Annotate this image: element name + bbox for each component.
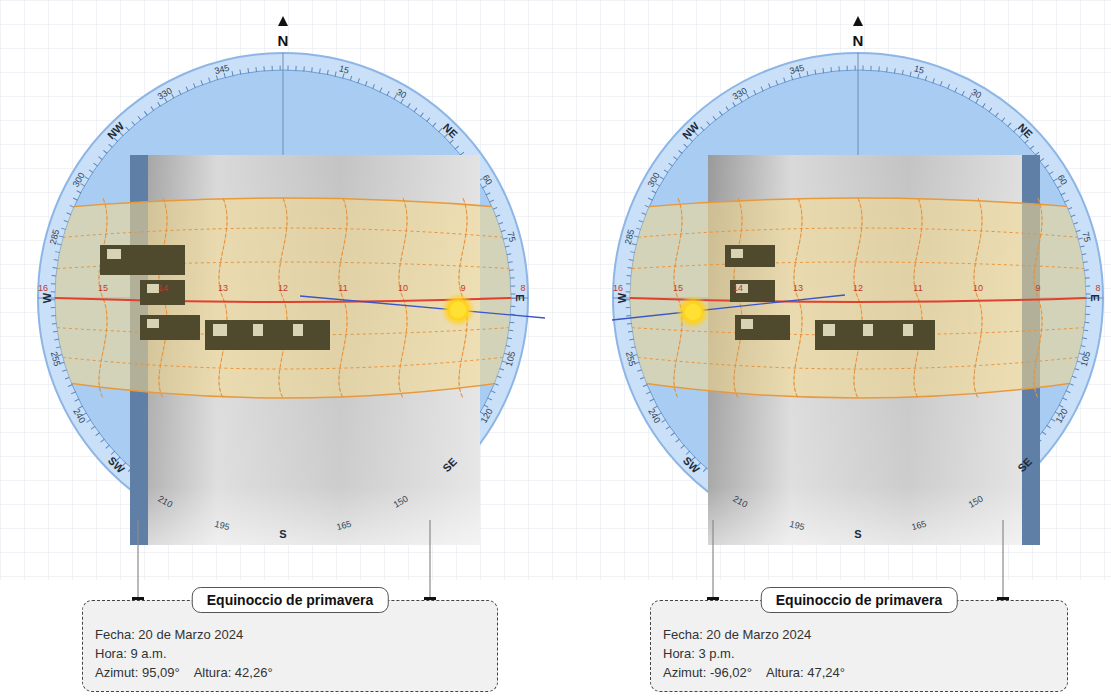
info-line: Altura: 47,24° bbox=[766, 663, 845, 682]
hour-label: 15 bbox=[98, 284, 108, 293]
degree-label: 120 bbox=[480, 407, 495, 425]
compass-label: W bbox=[42, 293, 53, 303]
compass-label: W bbox=[617, 293, 628, 303]
hour-label: 12 bbox=[853, 284, 863, 293]
compass-label: NW bbox=[106, 121, 127, 142]
hour-label: 13 bbox=[218, 284, 228, 293]
compass-label: SW bbox=[681, 455, 701, 475]
compass-label: E bbox=[514, 294, 525, 301]
hour-label: 11 bbox=[913, 284, 922, 293]
info-line: Fecha: 20 de Marzo 2024 bbox=[95, 625, 485, 644]
degree-label: 345 bbox=[788, 64, 805, 77]
degree-label: 240 bbox=[71, 407, 86, 425]
degree-label: 30 bbox=[394, 87, 407, 100]
degree-label: 30 bbox=[969, 87, 982, 100]
degree-label: 120 bbox=[1055, 407, 1070, 425]
compass-label: SE bbox=[1016, 456, 1034, 474]
degree-label: 150 bbox=[392, 495, 410, 510]
hour-label: 10 bbox=[973, 284, 983, 293]
degree-label: 345 bbox=[213, 64, 230, 77]
degree-label: 60 bbox=[481, 173, 494, 186]
info-row: Azimut: -96,02° Altura: 47,24° bbox=[663, 663, 1055, 682]
degree-label: 165 bbox=[911, 520, 928, 533]
info-box: Equinoccio de primaveraFecha: 20 de Marz… bbox=[650, 600, 1068, 692]
degree-label: 15 bbox=[913, 64, 925, 75]
compass-label: S bbox=[279, 529, 286, 540]
degree-label: 15 bbox=[338, 64, 350, 75]
degree-label: 75 bbox=[505, 231, 516, 243]
hour-label: 15 bbox=[673, 284, 683, 293]
degree-label: 210 bbox=[731, 495, 749, 510]
hour-label: 14 bbox=[158, 284, 168, 293]
info-line: Azimut: 95,09° bbox=[95, 663, 180, 682]
compass-label: NE bbox=[1016, 122, 1035, 141]
info-line: Hora: 9 a.m. bbox=[95, 644, 485, 663]
degree-label: 285 bbox=[624, 228, 637, 245]
info-row: Azimut: 95,09° Altura: 42,26° bbox=[95, 663, 485, 682]
compass-label: NW bbox=[681, 121, 702, 142]
hour-label: 16 bbox=[38, 284, 48, 293]
north-label: N bbox=[853, 33, 864, 48]
degree-label: 195 bbox=[788, 520, 805, 533]
hour-label: 13 bbox=[793, 284, 803, 293]
degree-label: 240 bbox=[646, 407, 661, 425]
hour-label: 8 bbox=[520, 284, 525, 293]
hour-label: 16 bbox=[613, 284, 623, 293]
hour-label: 9 bbox=[460, 284, 465, 293]
box-heading: Equinoccio de primavera bbox=[761, 587, 958, 613]
compass-label: SE bbox=[441, 456, 459, 474]
degree-label: 75 bbox=[1080, 231, 1091, 243]
degree-label: 300 bbox=[646, 171, 661, 189]
compass-label: S bbox=[854, 529, 861, 540]
degree-label: 165 bbox=[336, 520, 353, 533]
info-line: Fecha: 20 de Marzo 2024 bbox=[663, 625, 1055, 644]
degree-label: 195 bbox=[213, 520, 230, 533]
info-line: Azimut: -96,02° bbox=[663, 663, 752, 682]
info-line: Altura: 42,26° bbox=[194, 663, 273, 682]
hour-label: 14 bbox=[733, 284, 743, 293]
info-line: Hora: 3 p.m. bbox=[663, 644, 1055, 663]
hour-label: 8 bbox=[1095, 284, 1100, 293]
degree-label: 255 bbox=[624, 351, 637, 368]
degree-label: 210 bbox=[156, 495, 174, 510]
degree-label: 330 bbox=[156, 86, 174, 101]
hour-label: 11 bbox=[338, 284, 347, 293]
degree-label: 300 bbox=[71, 171, 86, 189]
info-box: Equinoccio de primaveraFecha: 20 de Marz… bbox=[82, 600, 498, 692]
compass-label: SW bbox=[106, 455, 126, 475]
degree-label: 330 bbox=[731, 86, 749, 101]
box-heading: Equinoccio de primavera bbox=[192, 587, 389, 613]
degree-label: 150 bbox=[967, 495, 985, 510]
degree-label: 105 bbox=[1080, 351, 1093, 368]
compass-label: E bbox=[1089, 294, 1100, 301]
hour-label: 9 bbox=[1035, 284, 1040, 293]
degree-label: 285 bbox=[49, 228, 62, 245]
hour-label: 10 bbox=[398, 284, 408, 293]
north-label: N bbox=[278, 33, 289, 48]
hour-label: 12 bbox=[278, 284, 288, 293]
compass-label: NE bbox=[441, 122, 460, 141]
degree-label: 60 bbox=[1056, 173, 1069, 186]
degree-label: 255 bbox=[49, 351, 62, 368]
degree-label: 105 bbox=[505, 351, 518, 368]
